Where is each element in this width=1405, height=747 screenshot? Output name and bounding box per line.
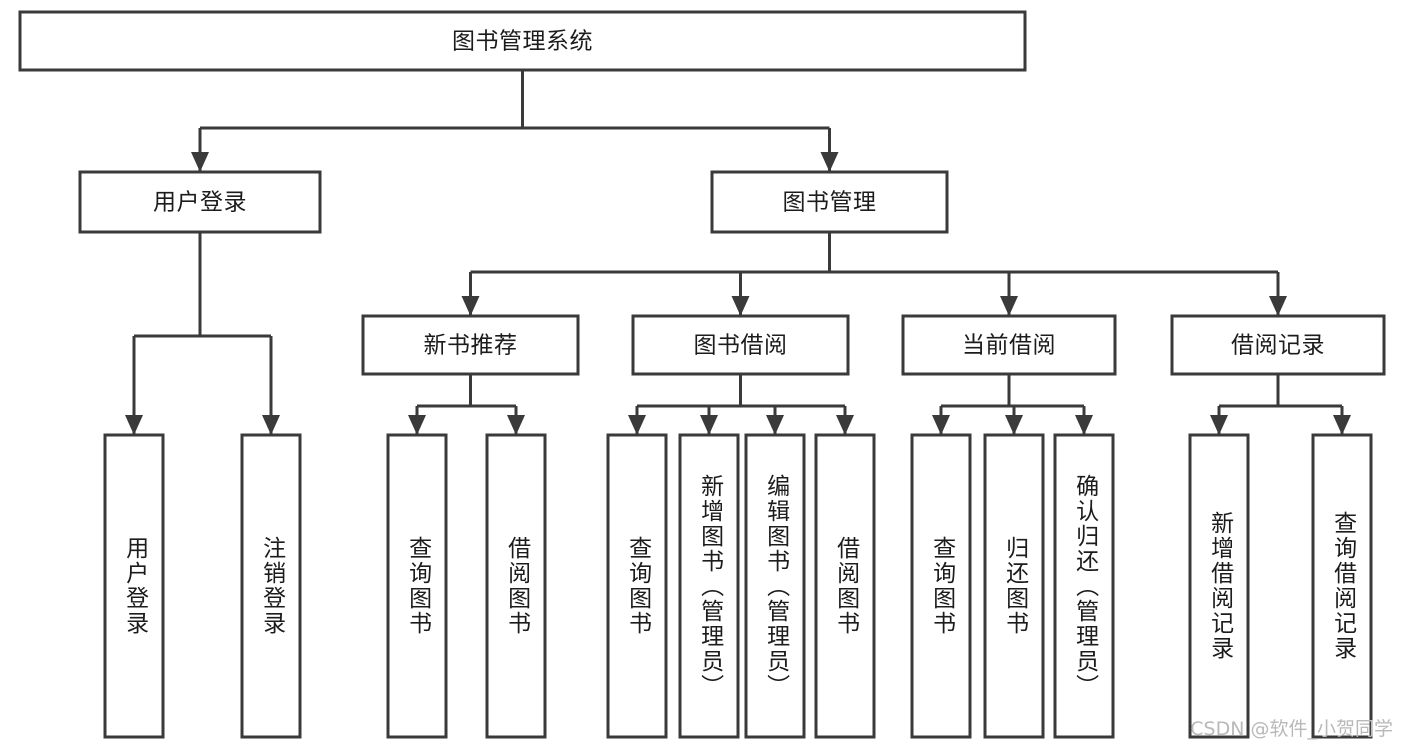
- node-box-current-borrow[interactable]: [901, 314, 1117, 376]
- node-box-leaf-query-record[interactable]: [1311, 433, 1373, 739]
- arrow-head-leaf-borrow-book: [836, 415, 854, 435]
- node-box-new-book-recommend[interactable]: [361, 314, 580, 376]
- node-box-leaf-confirm-return[interactable]: [1053, 433, 1115, 739]
- arrow-head-leaf-add-book: [700, 415, 718, 435]
- node-label-current-borrow: 当前借阅: [962, 333, 1056, 359]
- node-box-leaf-logout[interactable]: [240, 433, 302, 739]
- arrow-head-leaf-query-book-cur: [932, 415, 950, 435]
- arrow-head-borrow-record: [1269, 296, 1287, 316]
- arrow-head-leaf-confirm-return: [1075, 415, 1093, 435]
- node-label-new-book-recommend: 新书推荐: [424, 333, 518, 359]
- arrow-head-leaf-user-login: [125, 415, 143, 435]
- node-box-book-manage[interactable]: [710, 170, 949, 234]
- csdn-watermark: CSDN @软件_小贺同学: [1190, 718, 1393, 740]
- node-box-leaf-add-record[interactable]: [1188, 433, 1250, 739]
- node-label-borrow-record: 借阅记录: [1231, 333, 1325, 359]
- arrow-head-leaf-add-record: [1210, 415, 1228, 435]
- arrow-head-leaf-query-book-borrow: [628, 415, 646, 435]
- node-box-borrow-record[interactable]: [1170, 314, 1386, 376]
- node-box-user-login[interactable]: [78, 170, 322, 234]
- arrow-head-book-borrow: [731, 296, 750, 316]
- node-label-book-manage: 图书管理: [783, 190, 877, 216]
- arrow-head-leaf-query-record: [1333, 415, 1351, 435]
- node-label-root: 图书管理系统: [452, 29, 593, 55]
- node-box-leaf-query-book-borrow[interactable]: [606, 433, 668, 739]
- arrow-head-leaf-return-book: [1005, 415, 1023, 435]
- node-label-book-borrow: 图书借阅: [694, 333, 788, 359]
- node-box-book-borrow[interactable]: [631, 314, 850, 376]
- node-label-user-login: 用户登录: [153, 190, 247, 216]
- arrow-head-leaf-query-book-rec: [408, 415, 426, 435]
- node-box-leaf-add-book[interactable]: [678, 433, 740, 739]
- node-box-leaf-edit-book[interactable]: [744, 433, 806, 739]
- arrow-head-leaf-edit-book: [766, 415, 784, 435]
- node-box-leaf-user-login[interactable]: [103, 433, 165, 739]
- arrow-head-leaf-borrow-book-rec: [507, 415, 525, 435]
- arrow-head-book-manage: [820, 152, 839, 172]
- node-box-root[interactable]: [18, 10, 1027, 72]
- node-box-leaf-query-book-rec[interactable]: [386, 433, 448, 739]
- node-box-leaf-borrow-book-rec[interactable]: [485, 433, 547, 739]
- node-box-leaf-query-book-cur[interactable]: [910, 433, 972, 739]
- node-box-leaf-borrow-book[interactable]: [814, 433, 876, 739]
- arrow-head-user-login: [191, 152, 209, 172]
- connectors-layer: [125, 70, 1351, 435]
- arrow-head-current-borrow: [1000, 296, 1018, 316]
- arrow-head-new-book-recommend: [461, 296, 480, 316]
- boxes-layer: [18, 10, 1386, 739]
- arrow-head-leaf-logout: [262, 415, 280, 435]
- node-box-leaf-return-book[interactable]: [983, 433, 1045, 739]
